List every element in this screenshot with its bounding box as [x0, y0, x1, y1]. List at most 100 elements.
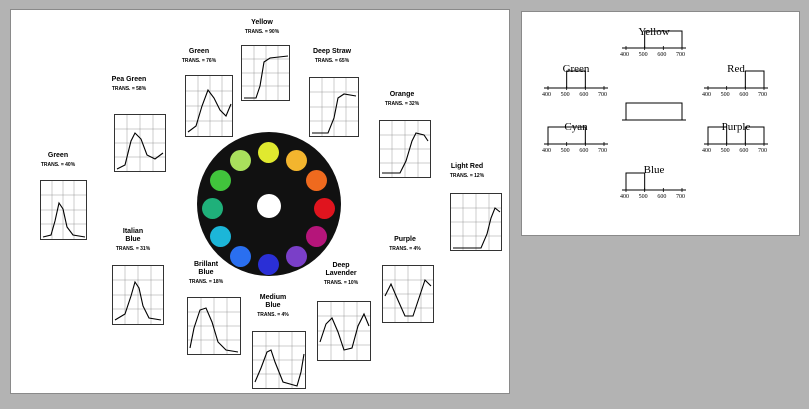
ideal-filter-tick-label: 600 [579, 148, 589, 154]
ideal-filter-tick-label: 700 [598, 92, 607, 98]
ideal-filter-plot [704, 126, 768, 146]
graph-pea-green [114, 114, 166, 172]
ideal-filter-tick-label: 400 [542, 148, 551, 154]
graph-italian-blue [112, 265, 164, 325]
ideal-filter-plot [622, 30, 686, 50]
ideal-filter-passband [625, 172, 646, 190]
ideal-filter-tick-label: 700 [758, 148, 767, 154]
graph-orange [379, 120, 431, 178]
ideal-filter-plot [622, 102, 686, 121]
ideal-filter-tick-label: 700 [598, 148, 607, 154]
ideal-filter-tick-label: 500 [720, 92, 730, 98]
filter-yellow: Yellow TRANS. = 90% [237, 19, 287, 35]
filter-trans: TRANS. = 76% [181, 58, 217, 64]
ideal-filter-tick-label: 400 [542, 92, 551, 98]
filter-trans: TRANS. = 58% [111, 86, 147, 92]
filter-name: Deep Lavender [325, 262, 357, 277]
ideal-filter-plot [622, 172, 686, 192]
filter-deep-straw: Deep Straw TRANS. = 65% [306, 48, 358, 64]
dot-deep-straw [286, 150, 307, 171]
ideal-filter-tick-label: 500 [638, 52, 648, 58]
ideal-filter-tick-label: 700 [676, 52, 685, 58]
dot-orange [306, 170, 327, 191]
ideal-filter-passband [644, 30, 683, 48]
ideal-filter-passband [744, 126, 765, 144]
graph-light-red [450, 193, 502, 251]
ideal-filter-tick-label: 400 [702, 92, 711, 98]
filter-trans: TRANS. = 12% [449, 173, 485, 179]
ideal-filter-tick-label: 400 [702, 148, 711, 154]
filter-trans: TRANS. = 31% [115, 246, 151, 252]
filter-name: Yellow [251, 19, 273, 26]
ideal-filter-label: Green [562, 63, 590, 75]
filter-italian-blue: Italian Blue TRANS. = 31% [108, 228, 158, 252]
ideal-filter-tick-label: 600 [579, 92, 589, 98]
filter-green-76: Green TRANS. = 76% [174, 48, 224, 64]
graph-yellow [241, 45, 290, 101]
ideal-filter-passband [547, 126, 586, 144]
filter-name: Pea Green [111, 76, 147, 83]
filter-name: Light Red [450, 163, 484, 170]
dot-purple [306, 226, 327, 247]
dot-italian-blue [210, 226, 231, 247]
dot-light-red [314, 198, 335, 219]
filter-light-red: Light Red TRANS. = 12% [440, 163, 494, 179]
filter-name: Purple [394, 236, 416, 243]
filter-deep-lavender: Deep Lavender TRANS. = 10% [314, 262, 368, 286]
filter-trans: TRANS. = 32% [384, 101, 420, 107]
color-wheel [197, 132, 341, 276]
ideal-filter-label: Blue [643, 164, 665, 176]
filter-orange: Orange TRANS. = 32% [377, 91, 427, 107]
graph-green-40 [40, 180, 87, 240]
filter-brilliant-blue: Brillant Blue TRANS. = 18% [181, 261, 231, 285]
ideal-filter-passband [744, 70, 765, 88]
ideal-filter-tick-label: 700 [676, 194, 685, 200]
ideal-filter-tick-label: 500 [560, 148, 570, 154]
filter-name: Medium Blue [259, 294, 287, 309]
ideal-filter-tick-label: 600 [657, 52, 667, 58]
ideal-filter-plot [544, 70, 608, 90]
filter-name: Green [188, 48, 210, 55]
filter-medium-blue: Medium Blue TRANS. = 4% [248, 294, 298, 318]
dot-green [202, 198, 223, 219]
filter-pea-green: Pea Green TRANS. = 58% [104, 76, 154, 92]
ideal-filter-plot [704, 70, 768, 90]
filter-trans: TRANS. = 65% [314, 58, 350, 64]
ideal-filter-tick-label: 400 [620, 52, 629, 58]
filter-trans: TRANS. = 10% [323, 280, 359, 286]
filter-trans: TRANS. = 18% [188, 279, 224, 285]
ideal-filter-tick-label: 500 [638, 194, 648, 200]
ideal-filter-passband [625, 102, 683, 120]
filter-green-40: Green TRANS. = 40% [33, 152, 83, 168]
ideal-filter-tick-label: 600 [657, 194, 667, 200]
dot-green-2 [230, 150, 251, 171]
ideal-filter-label: Purple [721, 121, 751, 133]
dot-deep-lavender [286, 246, 307, 267]
filter-trans: TRANS. = 4% [257, 312, 289, 318]
graph-purple [382, 265, 434, 323]
ideal-filter-passband [707, 126, 728, 144]
graph-deep-straw [309, 77, 359, 137]
ideal-filter-tick-label: 500 [560, 92, 570, 98]
filter-name: Green [47, 152, 69, 159]
filter-name: Brillant Blue [193, 261, 219, 276]
filter-name: Italian Blue [122, 228, 144, 243]
graph-deep-lavender [317, 301, 371, 361]
ideal-filter-tick-label: 500 [720, 148, 730, 154]
ideal-filter-label: Red [727, 63, 745, 75]
dot-brilliant-blue [230, 246, 251, 267]
filter-name: Orange [389, 91, 415, 98]
graph-green-76 [185, 75, 233, 137]
filter-trans: TRANS. = 40% [40, 162, 76, 168]
ideal-filter-plot [544, 126, 608, 146]
ideal-filter-label: Yellow [638, 26, 670, 38]
filter-trans: TRANS. = 90% [244, 29, 280, 35]
graph-brilliant-blue [187, 297, 241, 355]
filter-trans: TRANS. = 4% [389, 246, 421, 252]
ideal-filter-passband [566, 70, 586, 88]
filter-purple: Purple TRANS. = 4% [380, 236, 430, 252]
filter-name: Deep Straw [312, 48, 352, 55]
dot-center-white [257, 194, 281, 218]
graph-medium-blue [252, 331, 306, 389]
